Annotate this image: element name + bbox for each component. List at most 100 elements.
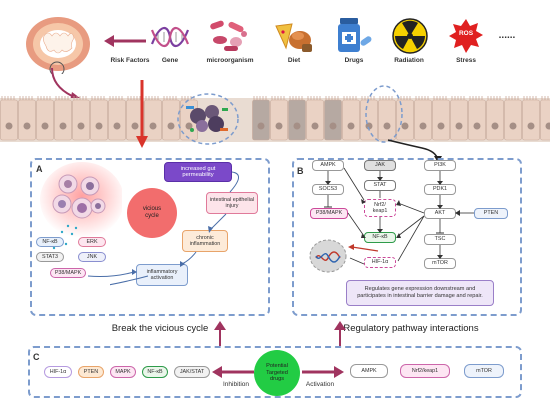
epithelial-cell [342, 99, 360, 141]
epithelial-cell [486, 99, 504, 141]
c-to-a-arrow [214, 321, 226, 346]
panel-a-letter: A [36, 164, 43, 174]
cell-nucleus [77, 122, 85, 130]
more-ellipsis: ...... [498, 30, 516, 41]
a-signaling-arrow [87, 269, 137, 277]
activation-label: Activation [305, 381, 335, 388]
food-icon [274, 20, 314, 54]
intestinal-epithelial-injury-box: intestinal epithelial injury [206, 192, 258, 214]
risk-label-gene: Gene [161, 57, 179, 64]
risk-label-stress: Stress [456, 57, 476, 64]
b-jak-box: JAK [364, 160, 396, 171]
epithelial-cell [54, 99, 72, 141]
cell-nucleus [437, 122, 445, 130]
b-p38-box: P38/MAPK [310, 208, 348, 219]
inhibition-arrow [212, 366, 254, 378]
c-mtor-box: mTOR [464, 364, 504, 378]
cell-nucleus [257, 122, 265, 130]
damage-arrow [136, 80, 148, 148]
c-to-b-arrow [334, 321, 346, 346]
c-ampk-box: AMPK [350, 364, 388, 378]
panel-b [292, 158, 522, 316]
intestinal-epithelium [0, 96, 550, 142]
risk-label-radiation: Radiation [394, 57, 424, 64]
ros-label: ROS [458, 30, 474, 37]
cell-nucleus [455, 122, 463, 130]
intestine-cross-section-icon [24, 14, 96, 77]
drugs-icon [334, 16, 374, 54]
b-hif-box: HIF-1α [364, 257, 396, 268]
cell-nucleus [527, 122, 535, 130]
epithelial-cell [288, 99, 306, 141]
epithelial-cell [396, 99, 414, 141]
c-hif-box: HIF-1α [44, 366, 72, 378]
epithelial-cell [504, 99, 522, 141]
radiation-icon [392, 18, 428, 54]
panel-c-letter: C [33, 352, 40, 362]
b-pathway-arrows [324, 167, 474, 265]
epithelial-cell [540, 99, 550, 141]
a-p38-box: P38/MAPK [50, 268, 86, 278]
cell-nucleus [383, 122, 391, 130]
cell-nucleus [545, 122, 550, 130]
cycle-arrows [110, 171, 239, 286]
cell-nucleus [509, 122, 517, 130]
cell-nucleus [275, 122, 283, 130]
cell-nucleus [419, 122, 427, 130]
c-mapk-box: MAPK [110, 366, 136, 378]
cell-nucleus [473, 122, 481, 130]
cell-nucleus [95, 122, 103, 130]
risk-label-drugs: Drugs [344, 57, 364, 64]
a-jnk-box: JNK [78, 252, 106, 262]
regulates-gene-expression-box: Regulates gene expression downstream and… [346, 280, 494, 306]
b-pi3k-box: PI3K [424, 160, 456, 171]
epithelial-cell [162, 99, 180, 141]
b-tsc-box: TSC [424, 234, 456, 245]
cell-nucleus [347, 122, 355, 130]
cell-nucleus [41, 122, 49, 130]
cell-nucleus [329, 122, 337, 130]
b-pten-box: PTEN [474, 208, 508, 219]
epithelial-damage-zoom [176, 92, 240, 146]
stress-icon [448, 18, 484, 54]
panel-c [28, 346, 522, 398]
risk-arrow [104, 35, 146, 47]
dna-icon [150, 22, 190, 52]
cell-nucleus [131, 122, 139, 130]
epithelial-cell [90, 99, 108, 141]
inhibition-label: Inhibition [222, 381, 250, 388]
epithelial-cell [306, 99, 324, 141]
epithelial-cell [72, 99, 90, 141]
a-nfkb-box: NF-κB [36, 237, 64, 247]
targeted-drugs-circle: Potential Targeted drugs [254, 350, 300, 396]
epithelial-cell [144, 99, 162, 141]
activation-arrow [302, 366, 344, 378]
cell-nucleus [167, 122, 175, 130]
panel-b-caption: Regulatory pathway interactions [343, 323, 479, 334]
cell-nucleus [23, 122, 31, 130]
microbe-icon [206, 18, 250, 54]
targeted-drugs-label: Potential Targeted drugs [266, 363, 288, 383]
cell-nucleus [185, 122, 193, 130]
b-ampk-box: AMPK [312, 160, 344, 171]
epithelial-cell [18, 99, 36, 141]
epithelial-cell [522, 99, 540, 141]
cell-nucleus [401, 122, 409, 130]
b-nrf2-box: Nrf2/ keap1 [364, 199, 396, 217]
cell-nucleus [311, 122, 319, 130]
epithelial-cell [378, 99, 396, 141]
epithelial-cell [414, 99, 432, 141]
vicious-cycle-circle: vicious cycle [127, 188, 177, 238]
risk-factors-label: Risk Factors [110, 57, 150, 64]
epithelial-cell [432, 99, 450, 141]
cell-nucleus [113, 122, 121, 130]
a-erk-box: ERK [78, 237, 106, 247]
c-nfkb-box: NF-κB [142, 366, 168, 378]
cell-nucleus [491, 122, 499, 130]
inflammatory-activation-box: inflammatory activation [136, 264, 188, 286]
epithelial-cell [36, 99, 54, 141]
panel-a [30, 158, 270, 316]
risk-label-diet: Diet [287, 57, 301, 64]
epithelial-cell [0, 99, 18, 141]
risk-label-microorganism: microorganism [206, 57, 254, 64]
